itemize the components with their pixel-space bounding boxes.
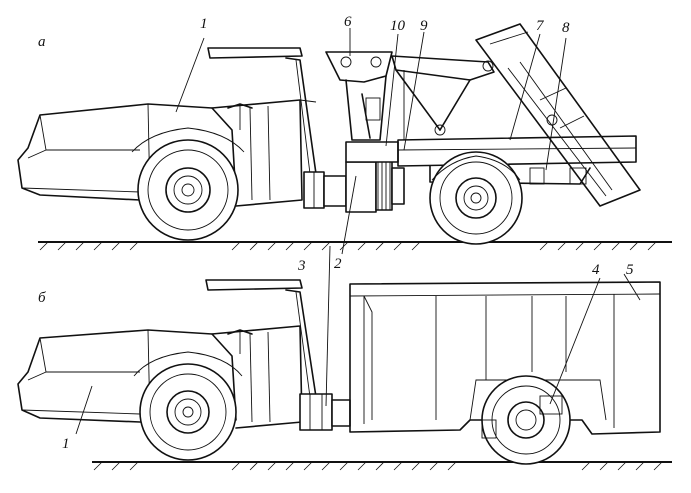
tipped-body-a xyxy=(475,23,641,207)
view-a-letter: a xyxy=(38,34,46,50)
tractor-body-b xyxy=(17,279,319,461)
callout-4: 4 xyxy=(592,262,600,278)
callout-3: 3 xyxy=(297,258,306,274)
leader-lines-b xyxy=(75,175,641,435)
articulation-a xyxy=(303,141,405,213)
callout-5: 5 xyxy=(626,262,634,278)
lift-frame-a xyxy=(325,51,495,141)
callout-9: 9 xyxy=(420,18,428,34)
callout-2: 2 xyxy=(334,256,342,272)
view-b-letter: б xyxy=(38,290,46,306)
callout-7: 7 xyxy=(536,18,545,34)
trailer-chassis-a xyxy=(397,135,637,245)
articulation-b xyxy=(299,393,351,431)
view-a-drawing: a 1 6 10 9 7 8 xyxy=(17,14,672,251)
view-b-drawing: б 3 2 4 5 1 xyxy=(17,175,672,471)
tractor-body-a xyxy=(17,47,319,241)
callout-1-bottom: 1 xyxy=(62,436,70,452)
callout-10: 10 xyxy=(390,18,406,34)
callout-1-top: 1 xyxy=(200,16,208,32)
dump-body-b xyxy=(349,281,661,465)
ground-line-a xyxy=(38,241,672,251)
leader-lines-a xyxy=(175,28,567,171)
ground-line-b xyxy=(92,461,672,471)
callout-8: 8 xyxy=(562,20,570,36)
callout-6: 6 xyxy=(344,14,352,30)
